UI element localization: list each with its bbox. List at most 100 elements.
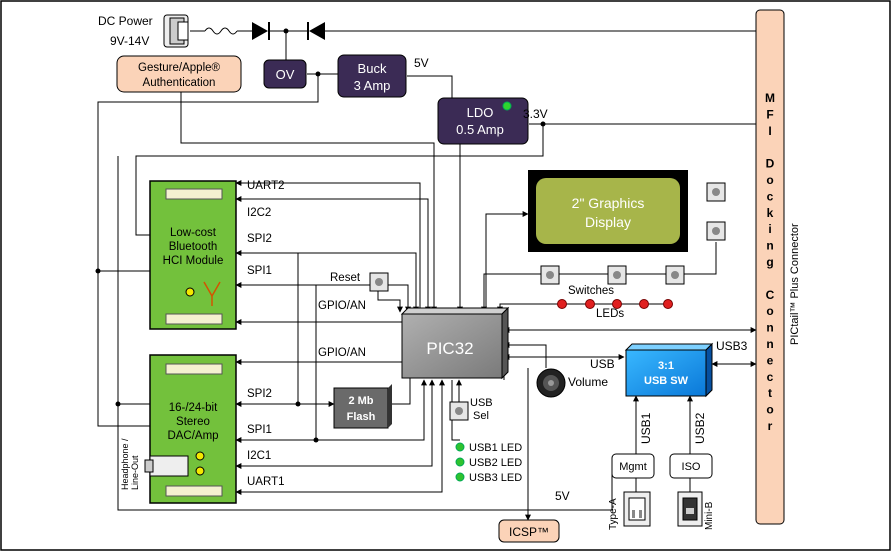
dac-label-1: 16-/24-bit (169, 402, 218, 414)
mfi-letter: n (766, 239, 773, 253)
usb3-led-label: USB3 LED (469, 472, 522, 484)
flash-chip (333, 384, 392, 429)
usb-select-button-icon[interactable] (449, 401, 469, 421)
icsp-box (498, 519, 560, 543)
buck-current: 3 Amp (354, 78, 391, 93)
mfi-letter: D (766, 157, 775, 171)
diode-icon (252, 22, 270, 40)
mfi-letter: C (766, 288, 775, 302)
volume-knob-icon[interactable] (536, 368, 566, 398)
mfi-letter: t (768, 386, 772, 400)
volume-label: Volume (568, 375, 608, 389)
antenna-icon (203, 281, 221, 306)
mfi-letter: I (768, 124, 771, 138)
dc-voltage-label: 9V-14V (110, 34, 149, 48)
iso-label: ISO (682, 461, 701, 473)
mini-b-label: Mini-B (704, 501, 715, 530)
reset-label: Reset (330, 272, 361, 284)
green-led-icon (455, 472, 465, 482)
gpio-dac-label: GPIO/AN (318, 347, 366, 359)
usb-sw-label-1: 3:1 (658, 360, 674, 372)
mfi-letter: M (765, 91, 775, 105)
switch-button-icon[interactable] (607, 265, 627, 285)
spi2-dac-label: SPI2 (247, 388, 272, 400)
leds-label: LEDs (596, 308, 624, 320)
bt-label-3: HCI Module (163, 255, 224, 267)
pushbutton-icon[interactable] (706, 182, 726, 202)
ov-label: OV (276, 67, 295, 82)
mgmt-label: Mgmt (619, 461, 647, 473)
usb-sel-label-2: Sel (473, 410, 489, 422)
iso-box (669, 453, 713, 479)
led-icon (195, 451, 205, 461)
mfi-letter: c (767, 189, 774, 203)
header-connector (165, 313, 223, 325)
spi2-label: SPI2 (247, 233, 272, 245)
mfi-letter: n (766, 321, 773, 335)
red-led-icon (663, 299, 673, 309)
usb-switch-box (624, 342, 714, 398)
mfi-letter: k (767, 206, 774, 220)
flash-label-2: Flash (347, 411, 376, 423)
bluetooth-module-box (149, 180, 237, 330)
header-connector (165, 485, 223, 497)
reset-button-icon[interactable] (369, 272, 389, 292)
uart2-label: UART2 (247, 180, 285, 192)
status-led-icon (502, 101, 512, 111)
mfi-letter: o (766, 304, 773, 318)
buck-label: Buck (358, 61, 387, 76)
bt-label-1: Low-cost (170, 227, 217, 239)
switch-button-icon[interactable] (540, 265, 560, 285)
usb1-led-label: USB1 LED (469, 442, 522, 454)
gesture-label: Gesture/Apple® (138, 62, 221, 74)
wires (97, 27, 757, 521)
i2c2-label: I2C2 (247, 207, 271, 219)
header-connector (165, 188, 223, 200)
ov-box (263, 59, 307, 89)
mfi-letter: o (766, 173, 773, 187)
rail-5v-bottom-label: 5V (555, 489, 570, 503)
usb1-label: USB1 (639, 412, 653, 444)
green-led-icon (455, 457, 465, 467)
headphone-label: Headphone / (120, 438, 130, 490)
pushbutton-icon[interactable] (706, 221, 726, 241)
type-a-label: Type-A (608, 498, 619, 530)
usb-sel-label-1: USB (470, 397, 493, 409)
display-label-1: 2" Graphics (572, 195, 645, 211)
red-led-icon (585, 299, 595, 309)
rail-5v-label: 5V (414, 56, 429, 70)
led-icon (195, 466, 205, 476)
buck-box (337, 54, 407, 98)
usb3-label: USB3 (716, 339, 748, 353)
junction-dots (95, 28, 546, 443)
led-icon (185, 287, 195, 297)
icsp-label: ICSP™ (509, 525, 549, 539)
led-row (557, 299, 673, 309)
header-connector (165, 363, 223, 375)
red-led-icon (557, 299, 567, 309)
dac-module-box (149, 354, 237, 504)
mfi-letter: g (766, 255, 773, 269)
rail-3v3-label: 3.3V (523, 107, 548, 121)
audio-jack-icon (144, 455, 189, 477)
usb-sw-label-2: USB SW (644, 375, 689, 387)
bt-label-2: Bluetooth (169, 241, 218, 253)
switch-button-icon[interactable] (665, 265, 685, 285)
mfi-letter: r (768, 419, 773, 433)
dc-jack-icon (163, 14, 189, 48)
spi1-label: SPI1 (247, 265, 272, 277)
dac-label-2: Stereo (176, 416, 210, 428)
usb-label: USB (590, 357, 615, 371)
display-label-2: Display (585, 214, 631, 230)
usb-type-a-icon (623, 491, 651, 527)
green-led-icon (455, 442, 465, 452)
mfi-letter: c (767, 370, 774, 384)
mfi-letter: i (768, 222, 771, 236)
red-led-icon (612, 299, 622, 309)
pictail-connector-label: PICtail™ Plus Connector (789, 223, 801, 345)
pic32-label: PIC32 (426, 339, 473, 358)
switches-label: Switches (568, 285, 614, 297)
